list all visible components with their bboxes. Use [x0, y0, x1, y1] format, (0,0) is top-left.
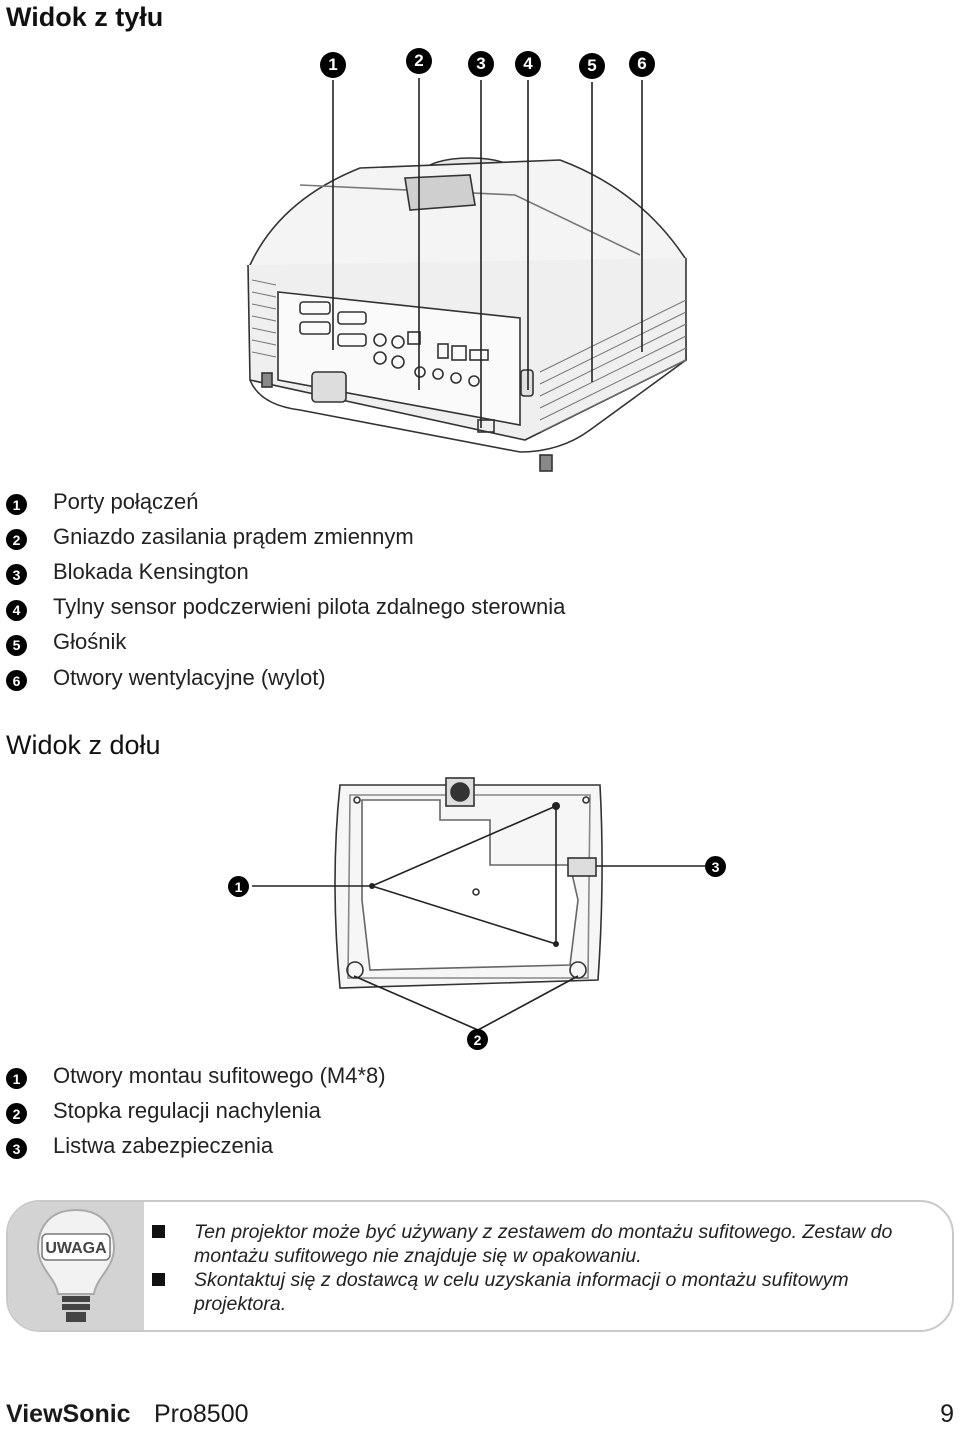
rear-view-legend: 1 Porty połączeń 2 Gniazdo zasilania prąde…	[6, 484, 565, 695]
rear-callout-1: 1	[320, 52, 346, 78]
legend-label: Tylny sensor podczerwieni pilota zdalneg…	[53, 594, 566, 620]
legend-label: Porty połączeń	[53, 488, 199, 514]
lightbulb-icon: UWAGA	[36, 1208, 116, 1322]
number-badge: 2	[6, 529, 27, 551]
number-badge: 2	[6, 1103, 27, 1125]
legend-label: Głośnik	[53, 629, 127, 655]
legend-item: 5 Głośnik	[6, 625, 565, 660]
rear-callout-3: 3	[468, 51, 494, 77]
rear-callout-4: 4	[515, 51, 541, 77]
legend-label: Gniazdo zasilania prądem zmiennym	[53, 523, 414, 549]
number-badge: 3	[6, 564, 27, 586]
page-number: 9	[940, 1400, 954, 1428]
note-icon-panel: UWAGA	[8, 1202, 144, 1330]
footer-brand: ViewSonic	[6, 1400, 131, 1428]
rear-callout-5: 5	[579, 53, 605, 79]
legend-item: 3 Listwa zabezpieczenia	[6, 1128, 386, 1163]
legend-label: Blokada Kensington	[53, 558, 249, 584]
legend-label: Otwory montau sufitowego (M4*8)	[53, 1062, 386, 1088]
footer-model: Pro8500	[154, 1400, 249, 1428]
legend-item: 2 Gniazdo zasilania prądem zmiennym	[6, 519, 565, 554]
note-list: Ten projektor może być używany z zestawe…	[152, 1220, 942, 1316]
note-item: Ten projektor może być używany z zestawe…	[152, 1220, 942, 1268]
legend-item: 1 Otwory montau sufitowego (M4*8)	[6, 1058, 386, 1093]
rear-callout-2: 2	[406, 48, 432, 74]
legend-item: 1 Porty połączeń	[6, 484, 565, 519]
bullet-square-icon	[152, 1273, 165, 1286]
rear-view-illustration	[247, 78, 687, 472]
legend-label: Stopka regulacji nachylenia	[53, 1097, 321, 1123]
note-item: Skontaktuj się z dostawcą w celu uzyskan…	[152, 1268, 942, 1316]
note-box: UWAGA Ten projektor może być używany z z…	[6, 1200, 954, 1332]
legend-item: 4 Tylny sensor podczerwieni pilota zdalne…	[6, 590, 565, 625]
number-badge: 1	[6, 1068, 27, 1090]
bottom-view-illustration	[252, 777, 706, 1031]
legend-label: Listwa zabezpieczenia	[53, 1132, 274, 1158]
bottom-callout-3: 3	[705, 856, 726, 877]
rear-view-heading: Widok z tyłu	[6, 2, 164, 32]
number-badge: 3	[6, 1138, 27, 1160]
bottom-view-legend: 1 Otwory montau sufitowego (M4*8) 2 Stopka…	[6, 1058, 386, 1164]
number-badge: 5	[6, 634, 27, 656]
legend-item: 2 Stopka regulacji nachylenia	[6, 1093, 386, 1128]
number-badge: 4	[6, 599, 27, 621]
page-footer: ViewSonic Pro8500 9	[6, 1400, 954, 1432]
number-badge: 6	[6, 670, 27, 692]
legend-item: 6 Otwory wentylacyjne (wylot)	[6, 660, 565, 695]
number-badge: 1	[6, 494, 27, 516]
bottom-callout-2: 2	[467, 1029, 488, 1050]
legend-item: 3 Blokada Kensington	[6, 554, 565, 589]
note-icon-label: UWAGA	[45, 1240, 107, 1257]
legend-label: Otwory wentylacyjne (wylot)	[53, 664, 326, 690]
bottom-view-heading: Widok z dołu	[6, 730, 161, 760]
bottom-callout-1: 1	[228, 876, 249, 897]
bullet-square-icon	[152, 1225, 165, 1238]
rear-callout-6: 6	[629, 51, 655, 77]
